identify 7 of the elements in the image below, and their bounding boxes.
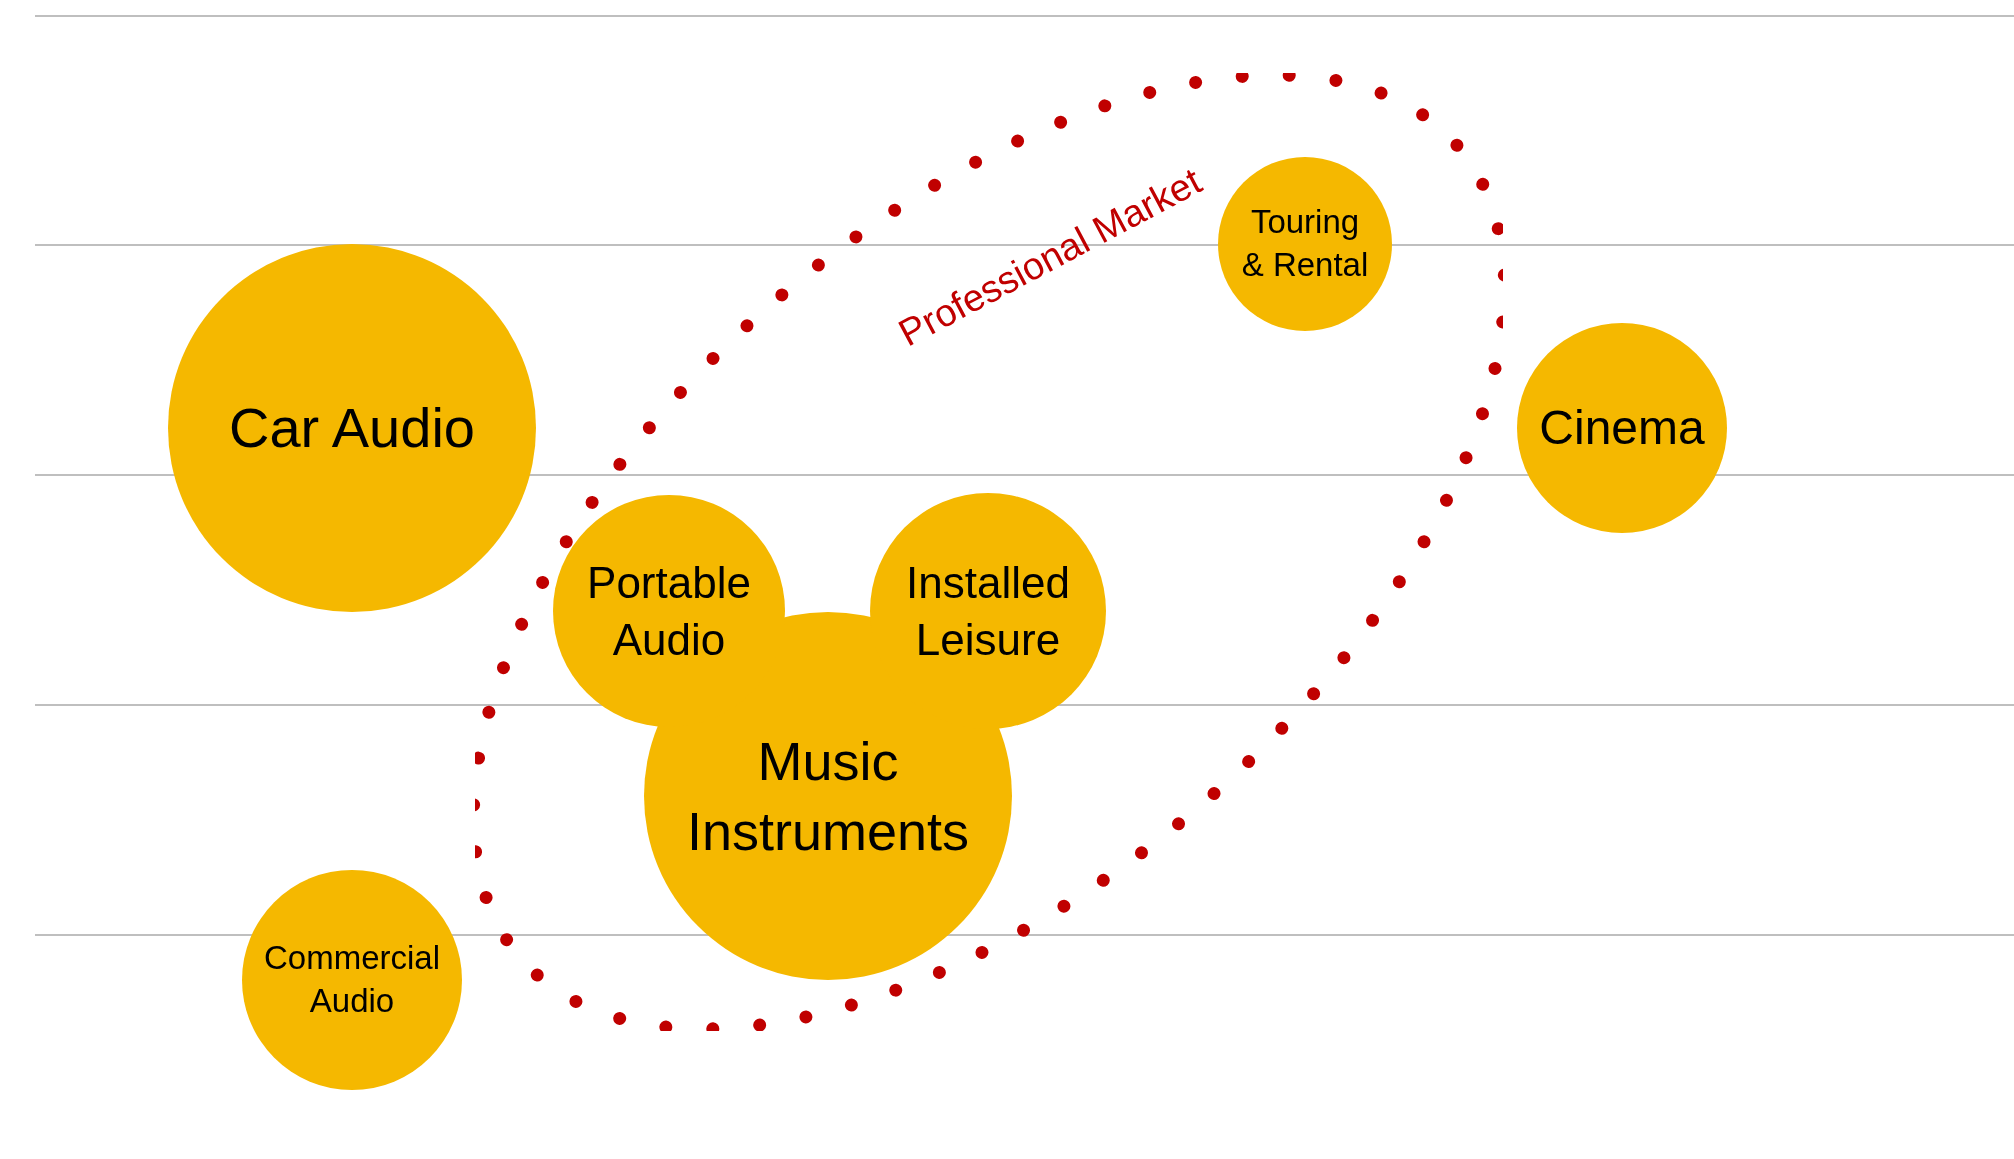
bubble-label: Cinema	[1539, 399, 1705, 456]
bubble-label: Portable Audio	[586, 556, 752, 666]
bubble-label: Touring & Rental	[1240, 202, 1370, 285]
bubble-label: Commercial Audio	[263, 938, 441, 1021]
bubble-label: Installed Leisure	[905, 556, 1071, 666]
bubble-label: Car Audio	[229, 394, 475, 461]
bubble-label: Music Instruments	[685, 729, 971, 863]
